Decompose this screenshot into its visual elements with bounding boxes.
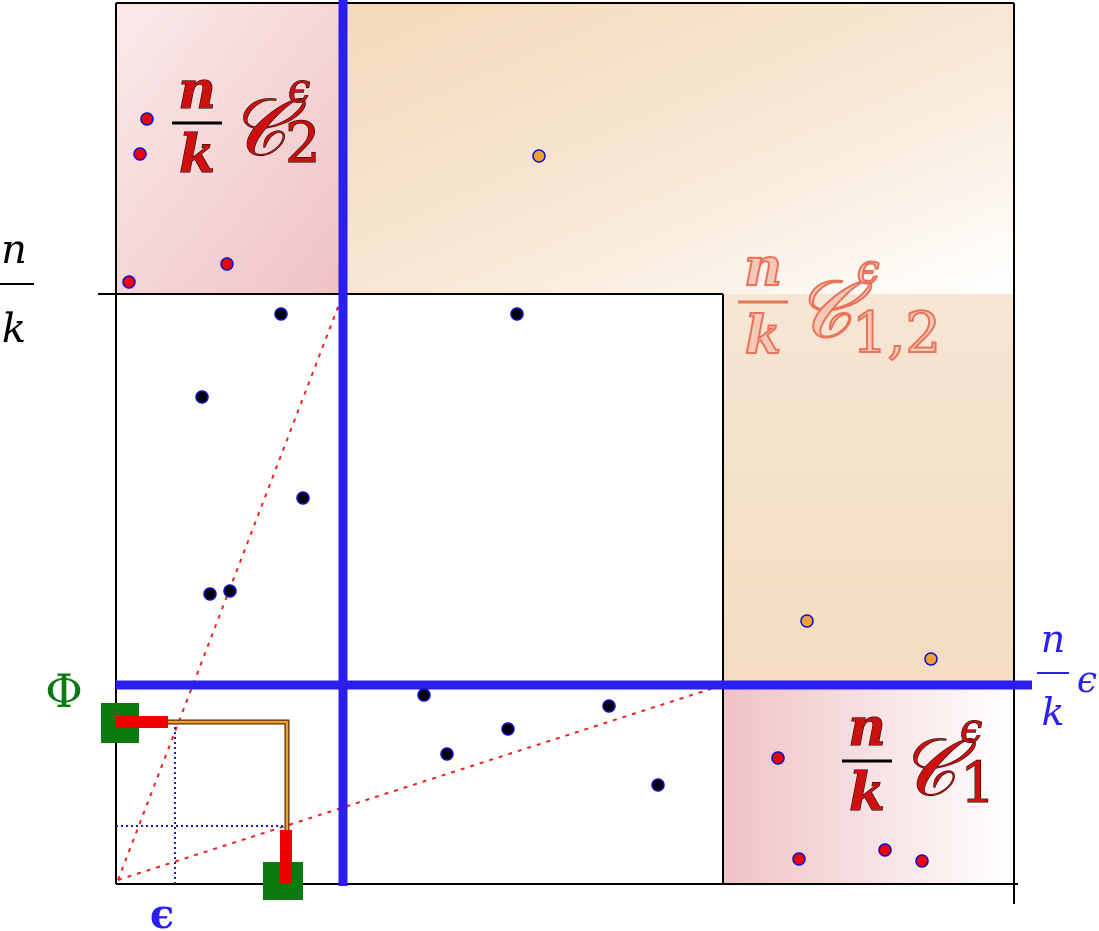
black-point (602, 699, 616, 713)
label-c1-epsilon: ϵ (960, 706, 982, 752)
label-c1: n k 𝒞 ϵ 1 (848, 697, 997, 824)
orange-point (924, 652, 938, 666)
black-point (510, 307, 524, 321)
red-point (122, 275, 136, 289)
phi-path-fill (140, 720, 289, 880)
black-point (296, 491, 310, 505)
phi-bar-bottom (280, 830, 292, 884)
label-c1-subscript: 1 (960, 751, 996, 816)
black-point (651, 778, 665, 792)
label-c1-k: k (849, 762, 885, 823)
label-c2-epsilon: ϵ (288, 66, 310, 112)
label-c12: n k 𝒞 ϵ 1,2 (743, 236, 942, 367)
label-c1-n: n (848, 697, 886, 758)
threshold-label-epsilon: ϵ (1077, 660, 1097, 701)
black-point (501, 722, 515, 736)
red-point (133, 147, 147, 161)
label-c2-k: k (179, 124, 215, 185)
dotted-rays (117, 293, 724, 881)
orange-point (800, 614, 814, 628)
threshold-label-k: k (1041, 690, 1064, 734)
threshold-label-n: n (1041, 617, 1065, 661)
black-point (195, 390, 209, 404)
red-point (140, 112, 154, 126)
black-point (440, 747, 454, 761)
label-c2-subscript: 2 (285, 111, 321, 176)
phi-bar-left (116, 716, 168, 728)
phi-label: Φ (45, 664, 83, 718)
black-point (417, 688, 431, 702)
frame-lines (98, 2, 1018, 904)
epsilon-guides (116, 722, 287, 884)
black-point (203, 587, 217, 601)
yaxis-label-n: n (1, 227, 27, 273)
label-c2: n k 𝒞 ϵ 2 (178, 60, 322, 186)
xaxis-label-epsilon: ϵ (150, 891, 174, 931)
label-c2-n: n (178, 60, 216, 121)
data-points (122, 112, 938, 868)
label-c12-epsilon: ϵ (857, 247, 879, 293)
red-point (878, 843, 892, 857)
red-point (915, 854, 929, 868)
yaxis-label-k: k (2, 306, 26, 352)
black-point (223, 584, 237, 598)
red-point (220, 257, 234, 271)
region-c2 (116, 3, 343, 294)
red-point (771, 751, 785, 765)
orange-point (532, 149, 546, 163)
region-c12-top (343, 3, 1014, 294)
label-c12-n: n (744, 237, 782, 298)
region-c12-right (723, 294, 1014, 685)
phi-path (140, 719, 290, 880)
label-c12-subscript: 1,2 (852, 301, 941, 366)
region-c1 (723, 685, 1014, 884)
label-c12-k: k (745, 305, 781, 366)
red-point (792, 852, 806, 866)
black-point (274, 307, 288, 321)
